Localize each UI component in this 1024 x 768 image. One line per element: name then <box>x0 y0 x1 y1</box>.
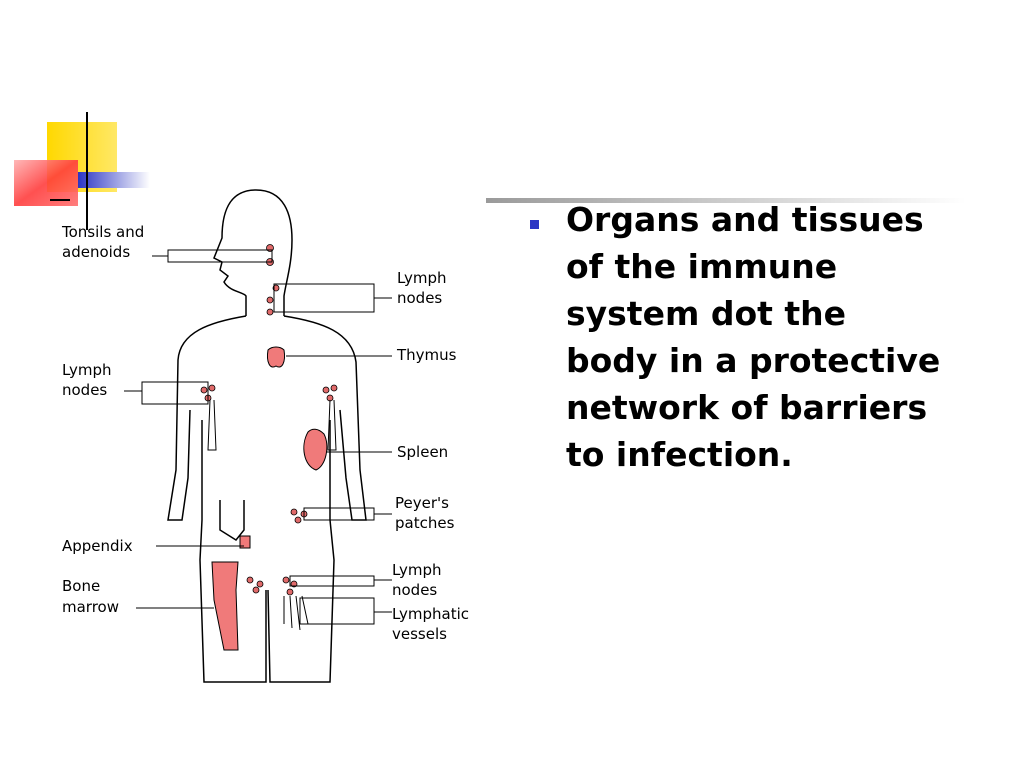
label-nodes-lower: nodes <box>392 581 437 599</box>
peyers-node <box>290 508 298 516</box>
label-appendix: Appendix <box>62 537 133 555</box>
label-nodes-left: nodes <box>62 381 107 399</box>
appendix-organ <box>239 535 251 549</box>
bullet-marker-icon <box>530 220 539 229</box>
bone-marrow <box>211 561 239 651</box>
groin-node <box>286 588 294 596</box>
label-vessels: vessels <box>392 625 447 643</box>
armpit-node-left <box>200 386 208 394</box>
red-square <box>14 160 78 206</box>
armpit-node-right <box>330 384 338 392</box>
label-nodes-upper: nodes <box>397 289 442 307</box>
groin-node <box>282 576 290 584</box>
label-peyers: Peyer's <box>395 494 449 512</box>
organs <box>211 346 328 651</box>
armpit-node-left <box>208 384 216 392</box>
label-bone: Bone <box>62 577 100 595</box>
leader-lines <box>124 249 392 625</box>
bullet-text: Organs and tissues of the immune system … <box>566 200 941 474</box>
lymphatic-vessel-lines <box>207 399 337 631</box>
label-lymph-upper: Lymph <box>397 269 447 287</box>
label-patches: patches <box>395 514 455 532</box>
label-marrow: marrow <box>62 598 119 616</box>
label-thymus: Thymus <box>396 346 457 364</box>
lymph-node-clusters <box>200 244 338 596</box>
groin-node <box>246 576 254 584</box>
label-adenoids: adenoids <box>62 243 130 261</box>
groin-node <box>256 580 264 588</box>
neck-node <box>266 296 274 304</box>
neck-node <box>266 308 274 316</box>
label-lymph-left: Lymph <box>62 361 112 379</box>
armpit-node-right <box>322 386 330 394</box>
groin-node <box>252 586 260 594</box>
label-spleen: Spleen <box>397 443 448 461</box>
title-underline <box>486 198 966 203</box>
label-tonsils: Tonsils and <box>61 223 144 241</box>
label-lymph-lower: Lymph <box>392 561 442 579</box>
label-lymphatic: Lymphatic <box>392 605 469 623</box>
spleen-organ <box>303 428 328 471</box>
thymus-organ <box>267 346 285 368</box>
peyers-node <box>294 516 302 524</box>
blue-bar <box>78 172 150 188</box>
